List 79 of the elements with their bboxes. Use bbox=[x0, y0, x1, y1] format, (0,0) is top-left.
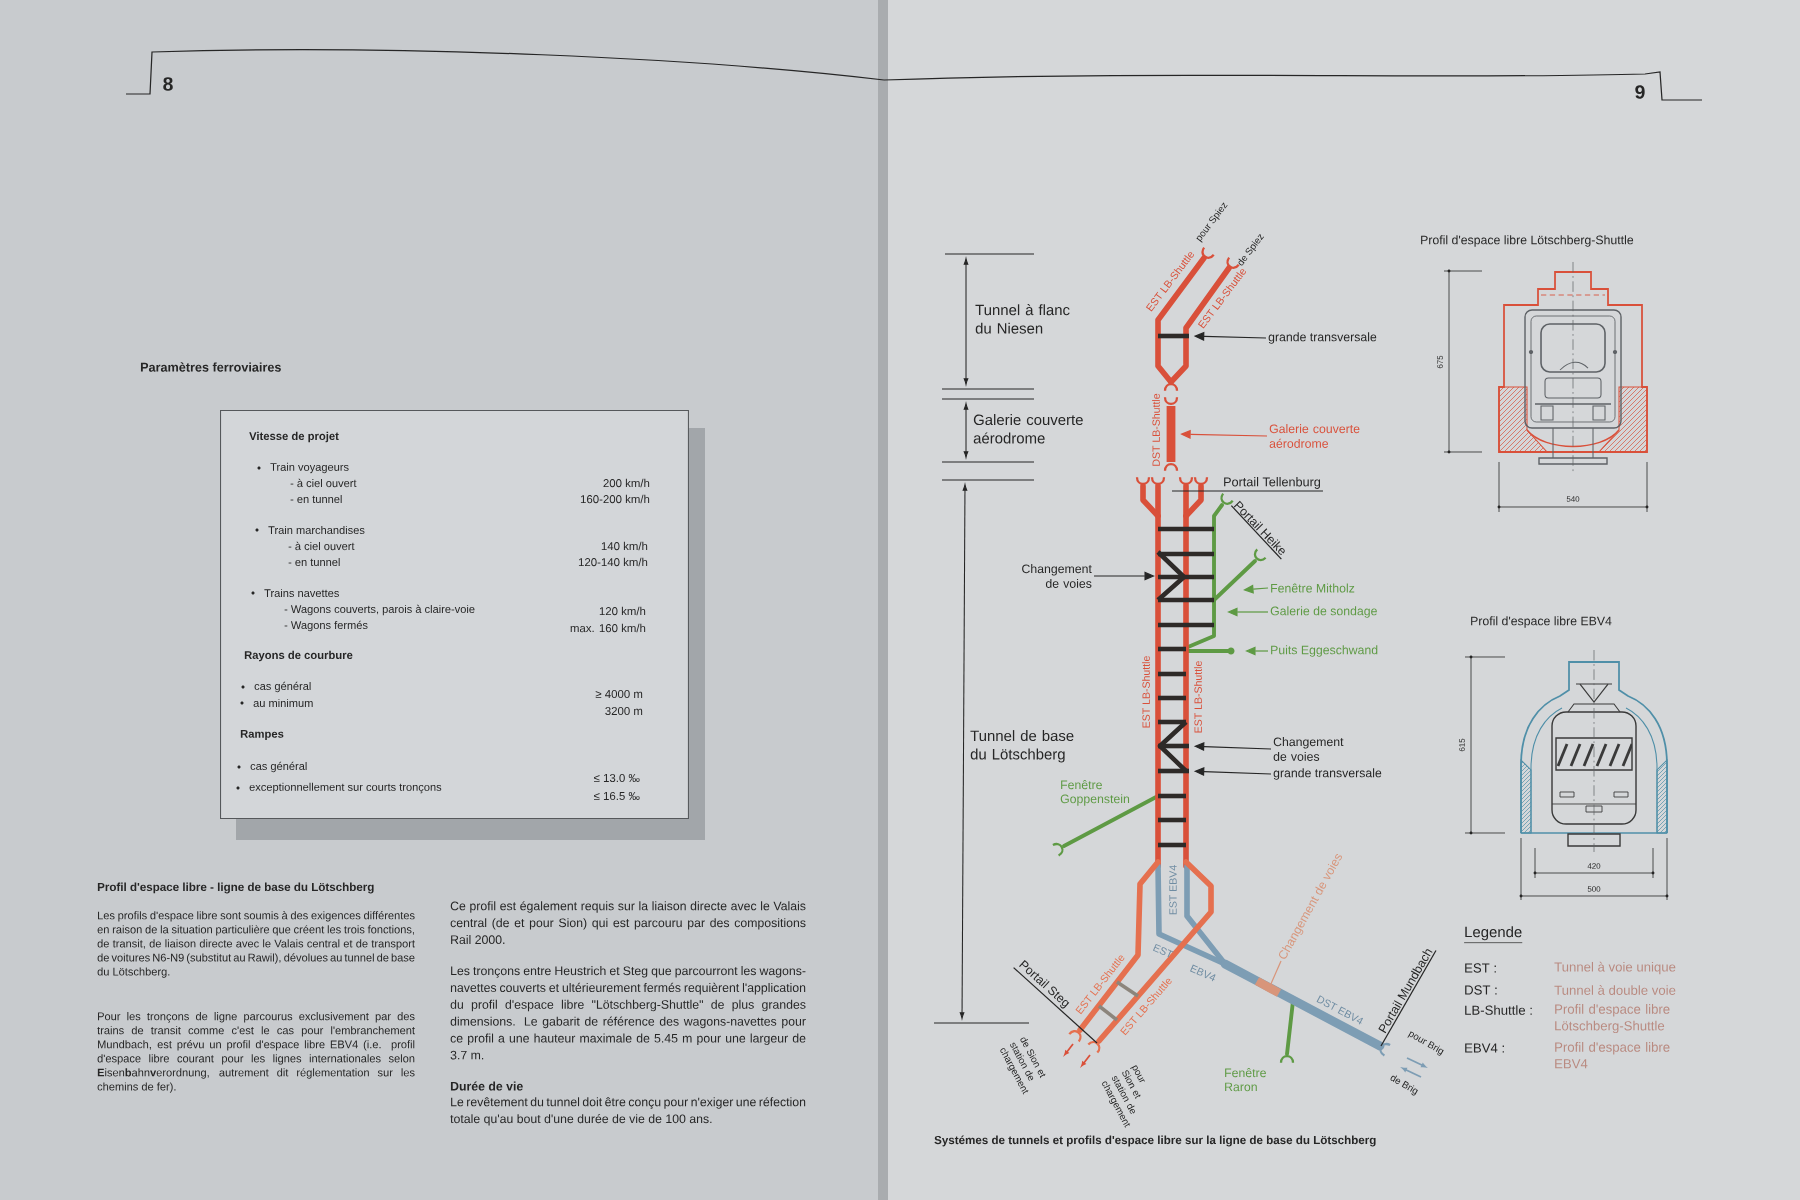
value-text: 120-140 km/h bbox=[578, 557, 648, 567]
callout-label: Portail Tellenburg bbox=[1224, 477, 1321, 489]
leader-line bbox=[1093, 571, 1155, 581]
section-heading: Profil d'espace libre - ligne de base du Lötschberg bbox=[97, 882, 374, 894]
section-label: Tunnel à flanc du Niesen bbox=[975, 304, 1070, 334]
legend-key: DST : bbox=[1465, 985, 1497, 995]
section-heading: Paramètres ferroviaires bbox=[140, 362, 281, 372]
gallery-bar bbox=[1166, 406, 1176, 462]
callout-label: grande transversale bbox=[1273, 768, 1382, 780]
legend-title: Legende bbox=[1463, 926, 1523, 943]
table-heading: Vitesse de projet bbox=[249, 431, 339, 443]
sub-item: - Wagons fermés bbox=[284, 620, 368, 632]
value-text: 160-200 km/h bbox=[580, 494, 650, 504]
crossover-bar bbox=[1158, 743, 1189, 749]
callout-label: Puits Eggeschwand bbox=[1271, 645, 1378, 657]
sub-item: - à ciel ouvert bbox=[288, 541, 355, 551]
leader-line bbox=[1269, 960, 1282, 987]
bullet-item: Train voyageurs bbox=[270, 462, 349, 474]
callout-label: Galerie couverte aérodrome bbox=[1269, 424, 1360, 448]
track-label: EBV4 bbox=[1190, 964, 1216, 982]
sub-item: - Wagons couverts, parois à claire-voie bbox=[284, 604, 475, 616]
value-text: 140 km/h bbox=[601, 541, 648, 551]
sub-item: - en tunnel bbox=[288, 557, 340, 567]
sub-item: - à ciel ouvert bbox=[290, 478, 357, 488]
legend-text: Tunnel à double voie bbox=[1554, 985, 1676, 995]
value-text: max. 160 km/h bbox=[570, 623, 646, 633]
section-label: Galerie couverte aérodrome bbox=[973, 414, 1083, 444]
figure-caption: Systémes de tunnels et profils d'espace libre sur la ligne de base du Lötschberg bbox=[934, 1135, 1376, 1147]
legend-key: LB-Shuttle : bbox=[1465, 1005, 1532, 1015]
body-paragraph: Le revêtement du tunnel doit être conçu pour n'exiger une réfection totale qu'au bout d'une durée de vie de 100 ans. bbox=[450, 1097, 806, 1126]
value-text: ≤ 16.5 ‰ bbox=[594, 791, 640, 801]
bullet-item: cas général bbox=[254, 681, 311, 693]
legend-key: EBV4 : bbox=[1465, 1043, 1504, 1053]
bullet-item: exceptionnellement sur courts tronçons bbox=[249, 782, 442, 794]
bullet-item: Trains navettes bbox=[264, 588, 339, 598]
direction-label: pour Brig bbox=[1407, 1031, 1444, 1056]
callout-label: Fenêtre Mitholz bbox=[1271, 583, 1355, 593]
legend-text: Profil d'espace libre EBV4 bbox=[1555, 1042, 1670, 1069]
leader-line bbox=[1013, 967, 1098, 1044]
track-label: EST LB-Shuttle bbox=[1142, 656, 1150, 728]
legend-key: EST : bbox=[1465, 963, 1496, 973]
track-label: DST LB-Shuttle bbox=[1152, 393, 1160, 466]
table-heading: Rampes bbox=[240, 729, 284, 741]
place-label: Fenêtre Raron bbox=[1225, 1068, 1266, 1092]
sub-item: - en tunnel bbox=[290, 494, 342, 504]
value-text: ≥ 4000 m bbox=[595, 689, 643, 699]
bullet-item: cas général bbox=[250, 761, 307, 773]
drawing-title: Profil d'espace libre Lötschberg-Shuttle bbox=[1421, 235, 1634, 247]
callout-label: Galerie de sondage bbox=[1270, 606, 1377, 618]
bullet-item: au minimum bbox=[253, 698, 313, 708]
bullet-item: Train marchandises bbox=[268, 525, 365, 535]
value-text: 120 km/h bbox=[599, 606, 646, 616]
value-text: 3200 m bbox=[605, 706, 643, 716]
value-text: 200 km/h bbox=[603, 478, 650, 488]
crossover-bar bbox=[1158, 768, 1189, 774]
crossover-bar bbox=[1158, 333, 1189, 339]
legend-text: Tunnel à voie unique bbox=[1554, 961, 1676, 975]
table-heading: Rayons de courbure bbox=[244, 650, 353, 662]
leader-line bbox=[1380, 949, 1437, 1047]
body-paragraph: Pour les tronçons de ligne parcourus exclusivement par des trains de transit comme c'est le cas pour l'embranchement Mundbach, est prévu un profil d'espace libre EBV4 (i.e. profil d'espace libre courant pour les lignes internationales selon Eisenbahnverordnung, autrement dit réglementation sur les chemins de fer). bbox=[97, 1012, 415, 1093]
section-heading: Durée de vie bbox=[450, 1081, 523, 1091]
value-text: ≤ 13.0 ‰ bbox=[594, 773, 640, 783]
callout-label: grande transversale bbox=[1268, 332, 1377, 344]
leader-line bbox=[1171, 490, 1324, 492]
section-label: Tunnel de base du Lötschberg bbox=[970, 730, 1074, 763]
track-label: EST bbox=[1152, 943, 1174, 958]
track-label: EST LB-Shuttle bbox=[1194, 661, 1202, 733]
place-label: Fenêtre Goppenstein bbox=[1060, 780, 1130, 806]
drawing-title: Profil d'espace libre EBV4 bbox=[1471, 616, 1612, 628]
direction-label: de Brig bbox=[1390, 1075, 1418, 1096]
callout-label: Changement de voies bbox=[1022, 564, 1092, 588]
portal-mark bbox=[1220, 493, 1234, 505]
legend-text: Profil d'espace libre Lötschberg-Shuttle bbox=[1555, 1004, 1670, 1034]
page-number: 8 bbox=[163, 77, 173, 91]
body-paragraph: Les profils d'espace libre sont soumis à des exigences différentes en raison de la situation particulière que créent les trois fonctions, de transit, de liaison directe avec le Valais central et de transport de voitures N6-N9 (substitut au Rawil), dévolues au tunnel de base du Lötschberg. bbox=[97, 911, 415, 978]
page-number: 9 bbox=[1635, 85, 1645, 99]
body-paragraph: Les tronçons entre Heustrich et Steg que parcourront les wagons-navettes couverts et ultérieurement fermés requièrent l'application du profil d'espace libre "Lötschberg-Shuttle" de plus grandes dimensions. Le gabarit de référence des wagons-navettes pour ce profil a une hauteur maximale de 5.45 m pour une largeur de 3.7 m. bbox=[450, 966, 806, 1060]
body-paragraph: Ce profil est également requis sur la liaison directe avec le Valais central (de et pour Sion) qui est parcouru par des compositions Rail 2000. bbox=[450, 901, 806, 944]
track-label: EST EBV4 bbox=[1169, 865, 1177, 915]
